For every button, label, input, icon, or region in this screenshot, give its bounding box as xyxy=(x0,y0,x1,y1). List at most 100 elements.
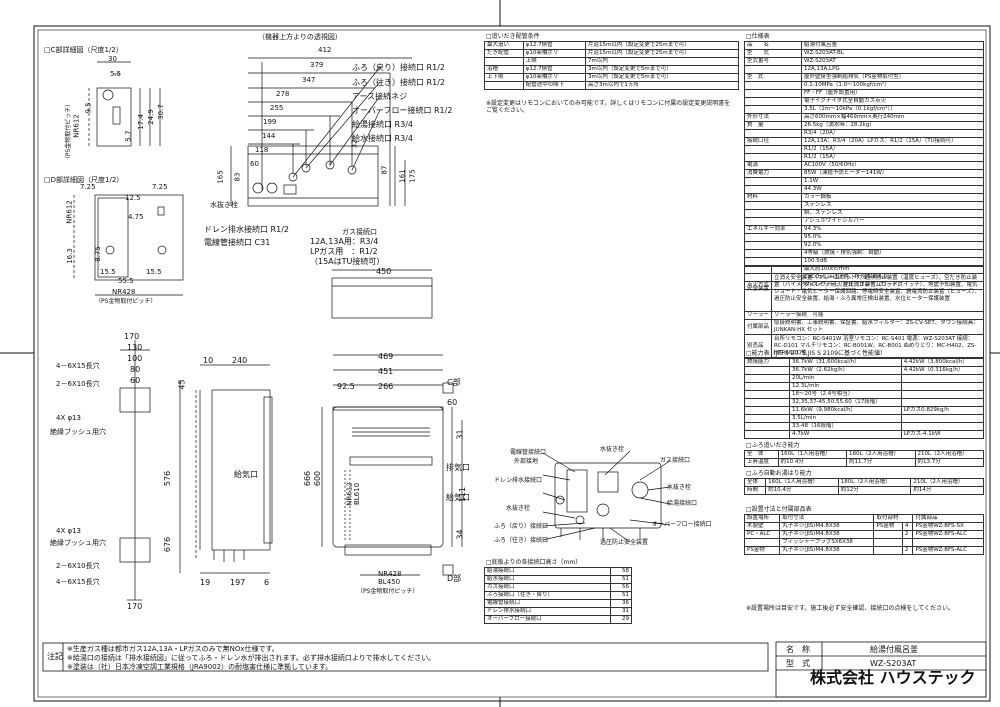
dim-label: 170 xyxy=(127,602,143,611)
table-cell: φ10架橋ポリ xyxy=(522,49,587,58)
table-cell: 安全装置 xyxy=(743,266,773,312)
table-row: 12.3L/min xyxy=(744,382,985,391)
conn-label: 給湯接続口 xyxy=(667,500,698,507)
table-row: 33-48（16段階） xyxy=(744,422,985,431)
table-cell: 付属部品 xyxy=(743,319,773,335)
table-cell: 95.0% xyxy=(801,233,984,242)
table-row: 別売品台所リモコン：RC-S401W 浴室リモコン：RC-S401 電源：WZ-… xyxy=(743,334,984,358)
dim-label: 15.5 xyxy=(100,268,116,276)
dim-label: 100 xyxy=(127,354,143,363)
table-row: 3.5L（1m～10kPa（0.1kgf/cm²）） xyxy=(744,105,984,114)
table-cell: 85W（凍結予防ヒーター141W） xyxy=(801,169,984,178)
dim-label: 450 xyxy=(376,267,392,276)
table-cell: 木製壁 xyxy=(743,522,781,531)
dim-label: 7.25 xyxy=(152,183,168,191)
hole-label: 2－6X10長穴 xyxy=(56,380,100,388)
table-cell xyxy=(744,201,802,210)
table-cell: 丸子ネジ(JIS)M4.8X38 xyxy=(779,530,875,539)
dim-label: NR428 xyxy=(112,288,136,296)
callout-label: 電線管接続口 C31 xyxy=(204,238,271,247)
hole-label: 絶縁ブッシュ用穴 xyxy=(50,428,106,436)
dim-label: NR612 xyxy=(72,114,81,138)
table-cell: 型式番号 xyxy=(744,57,802,66)
table-cell: 56 xyxy=(609,583,633,592)
dim-label: 600 xyxy=(313,470,323,487)
dim-label: BL610 xyxy=(353,482,362,506)
dim-label: 161 xyxy=(398,169,407,183)
table-cell: PS金物WZ-BFS-ALC xyxy=(912,546,984,555)
table-cell xyxy=(744,430,790,439)
dim-label: 87 xyxy=(380,165,389,175)
table-cell: 7m以内 xyxy=(585,57,739,66)
spec-title: □仕様表 xyxy=(746,33,770,40)
table-cell xyxy=(744,398,790,407)
table-cell: 約13.7分 xyxy=(914,458,985,467)
dim-label: BL450 xyxy=(378,578,401,586)
callout-label: 給湯接続口 R3/4 xyxy=(352,120,413,129)
table-cell: ソーラー xyxy=(743,311,773,320)
table-row: 安全装置立消え安全装置（フレームロッド）、過熱防止装置（温度ヒューズ）、空だき防… xyxy=(743,266,984,312)
dim-label: 5.5 xyxy=(110,70,122,78)
callout-label: ガス接続口 xyxy=(342,228,377,236)
table-cell: WZ-S203AT-BL xyxy=(801,49,984,58)
dim-label: 165 xyxy=(216,170,225,184)
conn-label: 外部接地 xyxy=(514,458,539,465)
table-cell: フィッシャープラグSX6X38 xyxy=(779,538,875,547)
dim-label: 12.5 xyxy=(125,194,141,202)
table-cell: 11.6kW（9,980kcal/h） xyxy=(789,406,902,415)
table-cell: 58 xyxy=(609,567,633,576)
table-cell: 210L（2人用浴槽） xyxy=(910,478,984,487)
table-cell xyxy=(901,538,914,547)
table-cell: 約10.4分 xyxy=(765,486,839,495)
table-cell: 29 xyxy=(609,615,633,624)
table-row: 18～20号（2.4号相当） xyxy=(744,390,985,399)
table-cell xyxy=(912,538,984,547)
dim-label: 24.9 xyxy=(146,109,155,125)
table-cell: 付属部品 xyxy=(912,514,984,523)
table-cell xyxy=(743,538,781,547)
callout-label: ドレン排水接続口 R1/2 xyxy=(204,225,289,234)
dim-label: 30 xyxy=(108,55,117,63)
table-row: 1.1W xyxy=(744,177,984,186)
table-cell: 燃焼能力 xyxy=(744,358,790,367)
table-cell: 全 体 xyxy=(744,450,779,459)
table-cell: 160L（1人用浴槽） xyxy=(765,478,839,487)
dim-label: 8.75 xyxy=(93,246,102,262)
table-cell: 給湯接続口 xyxy=(484,567,611,576)
dim-label: 451 xyxy=(378,367,394,376)
table-cell: ソーラー接続 可能 xyxy=(771,311,984,320)
table-cell xyxy=(900,374,985,383)
table-row: 4等級（燃焼・排気強制：自動） xyxy=(744,249,984,258)
table-cell: 材料 xyxy=(744,193,802,202)
table-cell: 3.5L（1m～10kPa（0.1kgf/cm²）） xyxy=(801,105,984,114)
table-cell xyxy=(744,185,802,194)
table-cell xyxy=(744,249,802,258)
detail-c-title: □C部詳細図（尺度1/2） xyxy=(44,46,123,54)
note-item: ※給湯口の接続は「排水接続図」に従ってふろ・ドレン水が排出されます。必ず排水接続… xyxy=(67,654,436,662)
callout-label: （15AはTU接続可） xyxy=(310,257,385,266)
table-cell xyxy=(744,97,802,106)
table-cell: 接続口径 xyxy=(744,137,802,146)
table-cell: ふろ接続口（往き・戻り） xyxy=(484,591,611,600)
table-row: ソーラーソーラー接続 可能 xyxy=(743,311,984,320)
table-cell: 2 xyxy=(901,546,914,555)
conn-label: 過圧防止安全装置 xyxy=(600,539,649,546)
table-cell: R1/2（15A） xyxy=(801,145,984,154)
bath-title: □ふろ追いだき能力 xyxy=(746,442,800,449)
table-cell: 4 xyxy=(901,522,914,531)
dim-label: 60 xyxy=(447,398,458,407)
table-cell xyxy=(744,217,802,226)
intake-label: 給気口 xyxy=(446,493,470,502)
dim-label: 16.3 xyxy=(65,248,74,264)
c-mark: C部 xyxy=(447,378,461,387)
table-cell xyxy=(744,129,802,138)
table-cell: R3/4（20A） xyxy=(801,129,984,138)
table-cell: PS金物WZ-BFS-ALC xyxy=(912,530,984,539)
